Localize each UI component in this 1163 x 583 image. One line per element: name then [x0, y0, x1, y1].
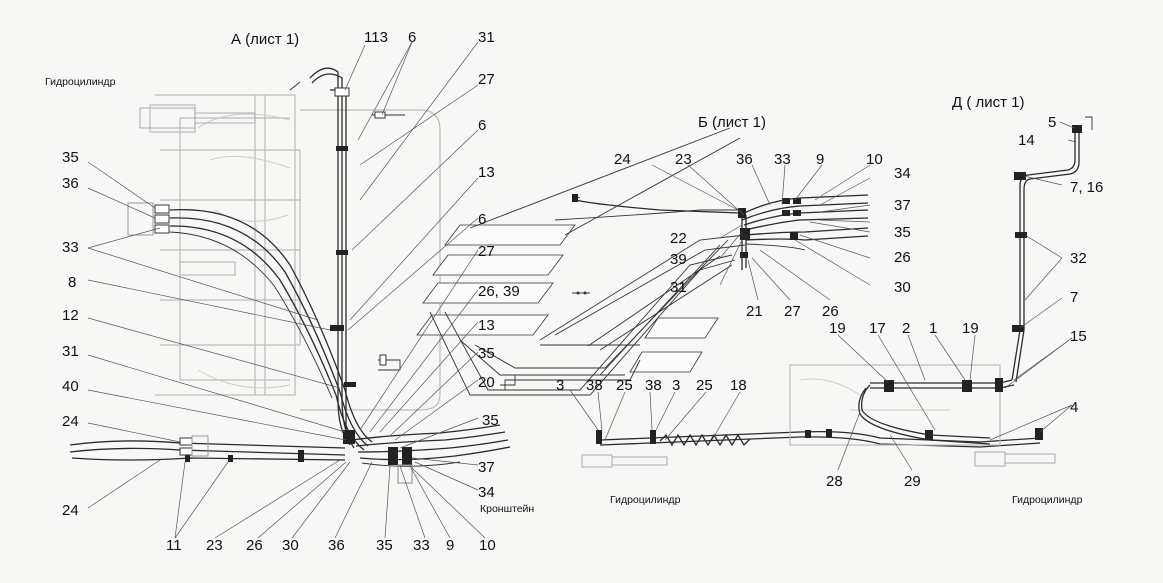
label: 12: [62, 307, 79, 324]
hoses-view-d: [789, 116, 1093, 446]
label: 19: [829, 320, 846, 337]
hoses-bottom-middle: [581, 429, 1056, 468]
label: 10: [479, 537, 496, 554]
labels-view-d: 5 14 7, 16 32 7 15 19 17 2 1 19 4 28 29: [826, 114, 1103, 490]
label: 27: [784, 303, 801, 320]
label: 30: [282, 537, 299, 554]
label: 26: [822, 303, 839, 320]
label: 26, 39: [478, 283, 520, 300]
label: 6: [408, 29, 416, 46]
label: 34: [894, 165, 911, 182]
label: 27: [478, 71, 495, 88]
label: 3: [556, 377, 564, 394]
label: 27: [478, 243, 495, 260]
label: 23: [675, 151, 692, 168]
label: 113: [364, 29, 388, 46]
label: 22: [670, 230, 687, 247]
label: 24: [614, 151, 631, 168]
label: 33: [413, 537, 430, 554]
label: 13: [478, 164, 495, 181]
view-titles: А (лист 1) Б (лист 1) Д ( лист 1): [231, 31, 1025, 131]
label: 4: [1070, 399, 1078, 416]
labels-view-b: 24 23 36 33 9 10 34 37 35 26 30 22 39 31…: [556, 151, 911, 394]
labels-view-a: 113 6 31 27 6 13 6 27 26, 39 13 35 20 35…: [62, 29, 520, 554]
label: 36: [62, 175, 79, 192]
caption-cylinder-bottom-right: Гидроцилиндр: [1012, 494, 1083, 506]
label: 1: [929, 320, 937, 337]
label: 26: [894, 249, 911, 266]
label: 19: [962, 320, 979, 337]
label: 33: [62, 239, 79, 256]
title-view-a: А (лист 1): [231, 31, 299, 48]
label: 33: [774, 151, 791, 168]
label: 3: [672, 377, 680, 394]
label: 40: [62, 378, 79, 395]
caption-cylinder-bottom-middle: Гидроцилиндр: [610, 494, 681, 506]
label: 20: [478, 374, 495, 391]
label: 35: [478, 345, 495, 362]
label: 26: [246, 537, 263, 554]
frame-outline-a: [149, 94, 441, 411]
label: 23: [206, 537, 223, 554]
hoses-view-a: [69, 67, 511, 484]
label: 36: [328, 537, 345, 554]
label: 6: [478, 211, 486, 228]
label: 6: [478, 117, 486, 134]
label: 28: [826, 473, 843, 490]
label: 2: [902, 320, 910, 337]
label: 31: [670, 279, 687, 296]
label: 35: [62, 149, 79, 166]
hoses-view-b: [572, 194, 869, 270]
label: 34: [478, 484, 495, 501]
label: 24: [62, 502, 79, 519]
label: 24: [62, 413, 79, 430]
label: 7, 16: [1070, 179, 1103, 196]
title-view-d: Д ( лист 1): [952, 94, 1025, 111]
label: 31: [478, 29, 495, 46]
label: 8: [68, 274, 76, 291]
label: 17: [869, 320, 886, 337]
label: 37: [478, 459, 495, 476]
plates-middle: [416, 127, 746, 396]
label: 25: [616, 377, 633, 394]
label: 30: [894, 279, 911, 296]
label: 14: [1018, 132, 1035, 149]
caption-bracket: Кронштейн: [480, 503, 534, 515]
label: 38: [645, 377, 662, 394]
label: 35: [376, 537, 393, 554]
label: 18: [730, 377, 747, 394]
label: 5: [1048, 114, 1056, 131]
label: 9: [816, 151, 824, 168]
cylinder-top-left: [139, 107, 256, 129]
label: 35: [894, 224, 911, 241]
label: 37: [894, 197, 911, 214]
captions: Гидроцилиндр Гидроцилиндр Гидроцилиндр К…: [45, 76, 1083, 515]
label: 15: [1070, 328, 1087, 345]
title-view-b: Б (лист 1): [698, 114, 766, 131]
label: 29: [904, 473, 921, 490]
label: 31: [62, 343, 79, 360]
label: 21: [746, 303, 763, 320]
label: 32: [1070, 250, 1087, 267]
label: 9: [446, 537, 454, 554]
label: 39: [670, 251, 687, 268]
label: 36: [736, 151, 753, 168]
label: 35: [482, 412, 499, 429]
label: 38: [586, 377, 603, 394]
label: 25: [696, 377, 713, 394]
label: 11: [166, 537, 182, 554]
label: 10: [866, 151, 883, 168]
leader-lines: [87, 41, 1077, 539]
label: 13: [478, 317, 495, 334]
label: 7: [1070, 289, 1078, 306]
caption-cylinder-top-left: Гидроцилиндр: [45, 76, 116, 88]
